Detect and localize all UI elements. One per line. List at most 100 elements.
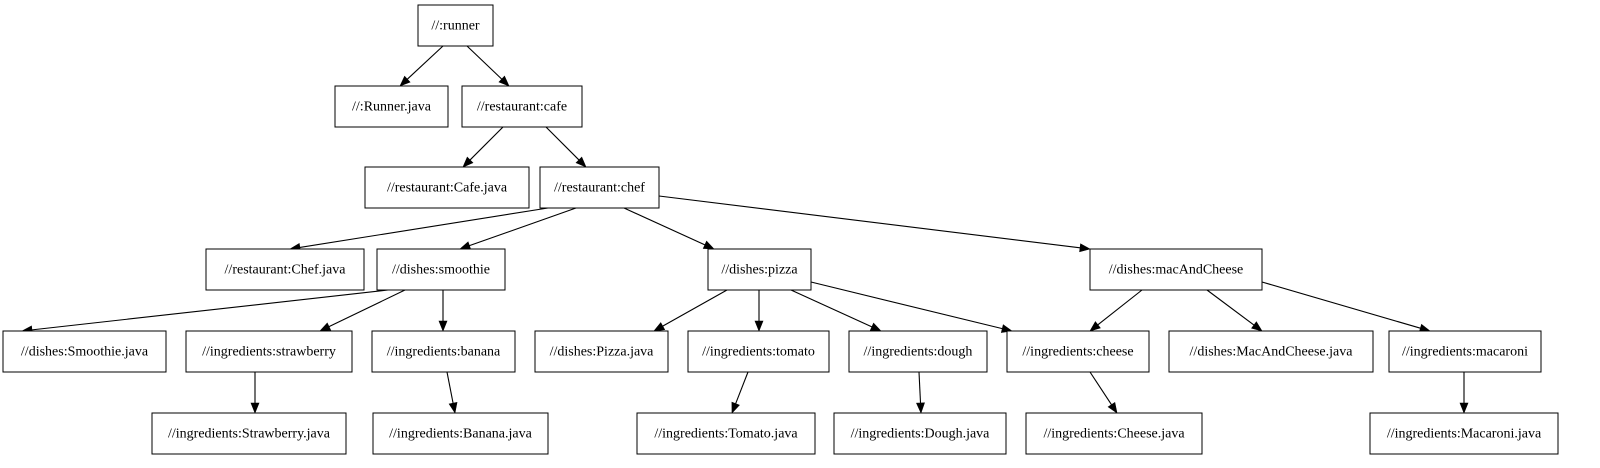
node-label: //ingredients:macaroni — [1402, 345, 1528, 360]
edge-line — [299, 207, 549, 248]
graph-node-ing_dough_java[interactable]: //ingredients:Dough.java — [833, 412, 1007, 455]
node-label: //:Runner.java — [352, 100, 432, 115]
edge-line — [918, 371, 922, 404]
graph-edge — [1089, 289, 1143, 332]
node-label: //ingredients:Cheese.java — [1043, 427, 1185, 442]
graph-node-restaurant_chef[interactable]: //restaurant:chef — [539, 166, 660, 209]
edge-arrowhead-icon — [448, 402, 458, 414]
graph-edge — [810, 281, 1013, 333]
graph-edge — [1459, 372, 1469, 414]
graph-node-dishes_macandcheese[interactable]: //dishes:macAndCheese — [1089, 248, 1263, 291]
edge-arrowhead-icon — [916, 402, 925, 414]
edge-line — [1206, 289, 1255, 326]
node-label: //ingredients:Dough.java — [851, 427, 991, 442]
graph-node-ing_tomato_java[interactable]: //ingredients:Tomato.java — [636, 412, 816, 455]
nodes-layer: //:runner //:Runner.java //restaurant:cafe… — [2, 4, 1559, 455]
graph-edge — [399, 45, 444, 87]
graph-edge — [250, 372, 260, 414]
node-label: //restaurant:chef — [554, 181, 645, 196]
node-label: //dishes:smoothie — [392, 263, 490, 278]
graph-edge — [731, 371, 749, 414]
graph-edge — [1089, 371, 1118, 414]
graph-node-ing_banana_java[interactable]: //ingredients:Banana.java — [372, 412, 549, 455]
node-label: //ingredients:strawberry — [202, 345, 336, 360]
graph-node-restaurant_cafe_java[interactable]: //restaurant:Cafe.java — [364, 166, 530, 209]
edge-line — [469, 126, 504, 161]
graph-node-ing_macaroni[interactable]: //ingredients:macaroni — [1388, 330, 1542, 373]
graph-node-ing_cheese_java[interactable]: //ingredients:Cheese.java — [1025, 412, 1203, 455]
graph-node-runner_java[interactable]: //:Runner.java — [334, 85, 449, 128]
graph-node-ing_banana[interactable]: //ingredients:banana — [371, 330, 516, 373]
edge-line — [545, 126, 580, 161]
graph-node-dishes_pizza[interactable]: //dishes:pizza — [707, 248, 812, 291]
graph-edge — [653, 289, 728, 332]
node-label: //dishes:pizza — [721, 263, 798, 278]
graph-node-ing_dough[interactable]: //ingredients:dough — [848, 330, 988, 373]
edge-line — [406, 45, 444, 80]
node-label: //dishes:MacAndCheese.java — [1190, 345, 1354, 360]
node-box[interactable] — [848, 330, 988, 373]
edge-line — [469, 207, 577, 247]
node-box[interactable] — [364, 166, 530, 209]
graph-edge — [545, 126, 587, 168]
node-box[interactable] — [707, 248, 812, 291]
graph-edge — [623, 207, 715, 250]
node-box[interactable] — [1168, 330, 1374, 373]
edge-arrowhead-icon — [438, 320, 448, 332]
edge-arrowhead-icon — [250, 402, 260, 414]
node-box[interactable] — [636, 412, 816, 455]
graph-edge — [658, 195, 1091, 253]
node-box[interactable] — [1089, 248, 1263, 291]
edge-line — [790, 289, 873, 328]
node-box[interactable] — [417, 4, 494, 47]
node-box[interactable] — [372, 412, 549, 455]
node-box[interactable] — [461, 85, 583, 128]
node-box[interactable] — [334, 85, 449, 128]
node-label: //restaurant:Chef.java — [225, 263, 347, 278]
graph-node-runner[interactable]: //:runner — [417, 4, 494, 47]
node-box[interactable] — [2, 330, 167, 373]
graph-node-dishes_pizza_java[interactable]: //dishes:Pizza.java — [534, 330, 669, 373]
graph-node-restaurant_cafe[interactable]: //restaurant:cafe — [461, 85, 583, 128]
edge-arrowhead-icon — [498, 75, 510, 87]
graph-node-dishes_mac_java[interactable]: //dishes:MacAndCheese.java — [1168, 330, 1374, 373]
node-box[interactable] — [371, 330, 516, 373]
edge-line — [31, 289, 389, 331]
graph-node-dishes_smoothie_java[interactable]: //dishes:Smoothie.java — [2, 330, 167, 373]
edge-arrowhead-icon — [702, 240, 715, 250]
node-label: //ingredients:dough — [864, 345, 973, 360]
node-box[interactable] — [376, 248, 506, 291]
node-box[interactable] — [1006, 330, 1150, 373]
graph-node-ing_strawberry_java[interactable]: //ingredients:Strawberry.java — [151, 412, 347, 455]
graph-edge — [21, 289, 389, 335]
edge-arrowhead-icon — [575, 156, 587, 168]
edge-line — [466, 45, 503, 80]
graph-edge — [1261, 281, 1431, 333]
edge-arrowhead-icon — [869, 322, 882, 332]
graph-node-ing_strawberry[interactable]: //ingredients:strawberry — [185, 330, 353, 373]
edge-arrowhead-icon — [1251, 321, 1263, 332]
node-box[interactable] — [185, 330, 353, 373]
node-label: //ingredients:Banana.java — [389, 427, 532, 442]
graph-node-dishes_smoothie[interactable]: //dishes:smoothie — [376, 248, 506, 291]
edge-arrowhead-icon — [731, 401, 740, 414]
graph-node-ing_tomato[interactable]: //ingredients:tomato — [687, 330, 830, 373]
edge-line — [1261, 281, 1421, 329]
graph-node-ing_cheese[interactable]: //ingredients:cheese — [1006, 330, 1150, 373]
node-box[interactable] — [1388, 330, 1542, 373]
graph-edge — [790, 289, 882, 332]
node-box[interactable] — [687, 330, 830, 373]
node-box[interactable] — [205, 248, 365, 291]
node-box[interactable] — [1025, 412, 1203, 455]
node-box[interactable] — [539, 166, 660, 209]
node-box[interactable] — [833, 412, 1007, 455]
edge-arrowhead-icon — [1107, 401, 1118, 414]
node-box[interactable] — [534, 330, 669, 373]
node-box[interactable] — [151, 412, 347, 455]
node-box[interactable] — [1369, 412, 1559, 455]
graph-node-restaurant_chef_java[interactable]: //restaurant:Chef.java — [205, 248, 365, 291]
graph-edge — [1206, 289, 1263, 332]
graph-node-ing_macaroni_java[interactable]: //ingredients:Macaroni.java — [1369, 412, 1559, 455]
edge-line — [623, 207, 706, 246]
